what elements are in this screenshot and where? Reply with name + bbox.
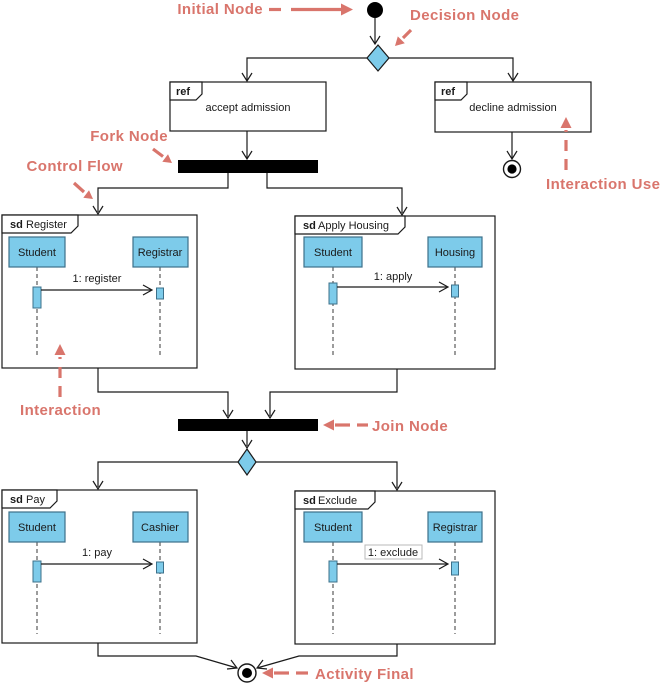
frame-name: Exclude <box>318 495 357 507</box>
join-node <box>178 419 318 431</box>
activation-bar <box>328 560 338 583</box>
annotation-label: Activity Final <box>315 666 414 683</box>
lifeline-name: Student <box>314 247 352 259</box>
lifeline-head <box>132 236 189 268</box>
lifeline-head <box>303 236 363 268</box>
message-arrow: 1: register <box>41 273 154 296</box>
edge-pay-to-activity-final <box>97 643 238 669</box>
activation-bar <box>156 287 164 300</box>
edge-register-to-join <box>97 368 229 416</box>
frame-name: Register <box>26 219 67 231</box>
edge-apply-housing-to-join <box>269 369 398 416</box>
lifeline-head <box>132 511 189 543</box>
interaction-frame-apply-housing: sd Apply Housing Student Housing 1: appl… <box>294 215 496 370</box>
edge-fork-to-apply-housing <box>266 173 403 213</box>
activation-bar <box>32 286 42 309</box>
activation-bar <box>451 561 459 576</box>
message-label: 1: register <box>73 273 122 285</box>
ref-keyword: ref <box>176 86 190 98</box>
ref-keyword: ref <box>441 86 455 98</box>
annotation-label: Interaction Use <box>546 176 660 193</box>
annotation-arrow <box>72 181 86 194</box>
lifeline-head <box>303 511 363 543</box>
lifeline-name: Cashier <box>141 522 179 534</box>
annotation-fork-node: Fork Node <box>90 128 172 163</box>
annotation-arrow <box>152 147 164 158</box>
decision-node <box>366 44 390 72</box>
message-label-box <box>364 544 423 560</box>
activation-bar <box>328 282 338 305</box>
message-label: 1: apply <box>374 271 413 283</box>
lifeline-name: Student <box>18 247 56 259</box>
annotation-decision-node: Decision Node <box>395 7 519 46</box>
annotation-label: Initial Node <box>177 1 263 18</box>
ref-name: accept admission <box>206 102 291 114</box>
annotation-label: Join Node <box>372 418 448 435</box>
lifeline-head <box>8 236 66 268</box>
lifeline-name: Registrar <box>433 522 478 534</box>
sd-keyword: sd <box>303 220 316 232</box>
ref-name: decline admission <box>469 102 556 114</box>
annotation-label: Control Flow <box>27 158 123 175</box>
interaction-frame-pay: sd Pay Student Cashier 1: pay <box>1 489 198 644</box>
edge-decision-to-pay <box>97 461 238 487</box>
lifeline-head <box>8 511 66 543</box>
sd-keyword: sd <box>10 494 23 506</box>
fork-node <box>178 160 318 173</box>
edge-exclude-to-activity-final <box>256 644 398 669</box>
annotation-label: Fork Node <box>90 128 168 145</box>
sd-keyword: sd <box>303 495 316 507</box>
lifeline-name: Student <box>18 522 56 534</box>
annotation-activity-final: Activity Final <box>262 666 414 683</box>
edge-decision-to-decline <box>389 57 514 80</box>
frame-name: Apply Housing <box>318 220 389 232</box>
message-label: 1: pay <box>82 547 112 559</box>
lifeline-head <box>427 511 483 543</box>
annotation-join-node: Join Node <box>323 418 448 435</box>
activation-bar <box>156 561 164 574</box>
annotation-interaction: Interaction <box>20 344 101 419</box>
message-label: 1: exclude <box>368 547 418 559</box>
edge-fork-to-register <box>97 173 229 212</box>
initial-node <box>367 2 383 18</box>
interaction-frame-exclude: sd Exclude Student Registrar 1: exclude <box>294 490 496 645</box>
interaction-use-accept-admission: ref accept admission <box>169 81 327 132</box>
final-node-decline <box>502 159 522 179</box>
activation-bar <box>32 560 42 583</box>
lifeline-name: Student <box>314 522 352 534</box>
annotation-control-flow: Control Flow <box>27 158 123 199</box>
activity-final-node <box>237 663 257 683</box>
message-arrow: 1: pay <box>41 547 154 570</box>
annotation-interaction-use: Interaction Use <box>546 117 660 193</box>
edge-decision-to-exclude <box>256 461 398 488</box>
message-arrow: 1: exclude <box>337 544 450 570</box>
lifeline-name: Registrar <box>138 247 183 259</box>
annotation-label: Decision Node <box>410 7 519 24</box>
annotation-initial-node: Initial Node <box>177 1 353 18</box>
decision-node-2 <box>237 447 257 477</box>
annotation-label: Interaction <box>20 402 101 419</box>
frame-name: Pay <box>26 494 45 506</box>
edge-decision-to-accept <box>246 57 367 80</box>
control-flow-edges <box>92 18 519 670</box>
annotation-arrow <box>401 28 413 40</box>
activation-bar <box>451 284 459 298</box>
lifeline-name: Housing <box>435 247 475 259</box>
lifeline-head <box>427 236 483 268</box>
interaction-frame-register: sd Register Student Registrar 1: registe… <box>1 214 198 369</box>
message-arrow: 1: apply <box>337 271 450 293</box>
sd-keyword: sd <box>10 219 23 231</box>
